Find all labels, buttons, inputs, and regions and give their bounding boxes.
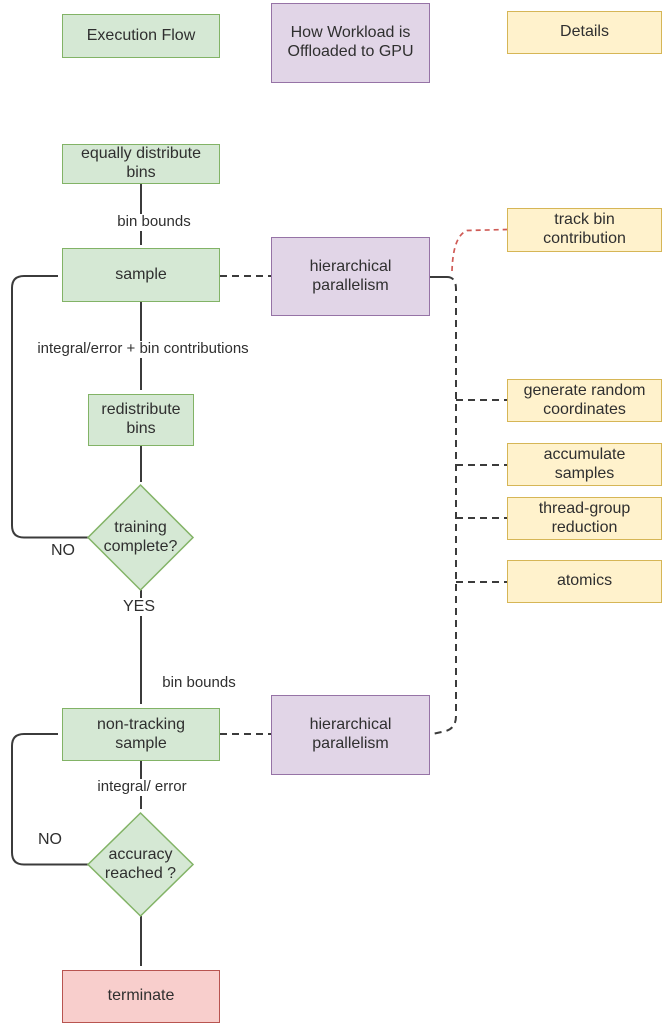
loop-no-decision1-to-sample	[11, 275, 88, 539]
decision-accuracy-reached-shape	[86, 811, 195, 918]
node-terminate: terminate	[62, 970, 220, 1023]
node-redistribute-bins: redistribute bins	[88, 394, 194, 446]
detail-atomics: atomics	[507, 560, 662, 603]
node-sample: sample	[62, 248, 220, 302]
node-hierarchical-parallelism-2: hierarchical parallelism	[271, 695, 430, 775]
header-execution-flow: Execution Flow	[62, 14, 220, 58]
detail-thread-group-reduction: thread-group reduction	[507, 497, 662, 540]
edge-label-bin-bounds-1: bin bounds	[114, 213, 194, 231]
detail-accumulate-samples: accumulate samples	[507, 443, 662, 486]
node-hierarchical-parallelism-1: hierarchical parallelism	[271, 237, 430, 316]
decision-training-complete-label: training complete?	[103, 518, 178, 555]
edge-label-yes: YES	[120, 598, 158, 616]
node-non-tracking-sample: non-tracking sample	[62, 708, 220, 761]
edge-label-no-1: NO	[49, 542, 77, 560]
red-dash-to-track-bin	[451, 228, 508, 272]
edge-label-no-2: NO	[36, 831, 64, 849]
detail-generate-random-coordinates: generate random coordinates	[507, 379, 662, 422]
dash-vertical-details-bus	[429, 276, 457, 736]
detail-track-bin-contribution: track bin contribution	[507, 208, 662, 252]
decision-accuracy-reached-label: accuracy reached ?	[104, 845, 177, 882]
edge-label-bin-bounds-2: bin bounds	[159, 674, 239, 692]
edge-label-integral-error: integral/ error	[94, 778, 190, 796]
edge-label-integral-error-contributions: integral/error + bin contributions	[34, 340, 252, 358]
decision-training-complete-shape	[86, 483, 195, 592]
header-details: Details	[507, 11, 662, 54]
loop-no-decision2-to-nontracking	[11, 733, 88, 866]
header-gpu-offload: How Workload is Offloaded to GPU	[271, 3, 430, 83]
node-equally-distribute-bins: equally distribute bins	[62, 144, 220, 184]
